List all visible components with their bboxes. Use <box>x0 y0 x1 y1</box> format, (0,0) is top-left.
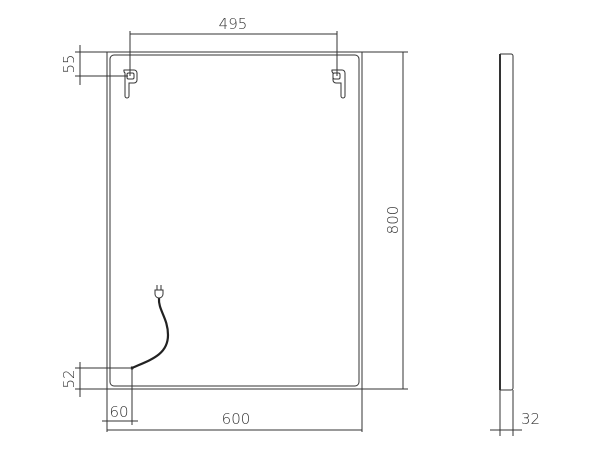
dimension-label-600: 600 <box>222 410 251 428</box>
right-hanging-hook-icon <box>331 69 346 99</box>
dimension-depth: 32 <box>490 390 540 436</box>
dimension-label-495: 495 <box>219 15 248 33</box>
dimension-cable-bottom-offset: 52 <box>60 362 130 397</box>
dimension-width: 600 <box>106 389 363 432</box>
front-view <box>106 51 363 390</box>
dimension-label-52: 52 <box>60 369 78 388</box>
mirror-inner-edge <box>109 54 360 387</box>
mirror-outer-frame <box>106 51 363 390</box>
power-cable-plug-icon <box>130 285 170 370</box>
side-view <box>499 53 514 391</box>
dimension-label-32: 32 <box>521 410 540 428</box>
dimension-label-60: 60 <box>109 403 128 421</box>
dimension-height: 800 <box>362 51 408 390</box>
dimension-hook-top-offset: 55 <box>60 45 128 85</box>
dimension-label-800: 800 <box>384 206 402 235</box>
dimension-label-55: 55 <box>60 54 78 73</box>
dimension-cable-side-offset: 60 <box>102 368 138 425</box>
dimension-hook-spacing: 495 <box>129 15 338 76</box>
